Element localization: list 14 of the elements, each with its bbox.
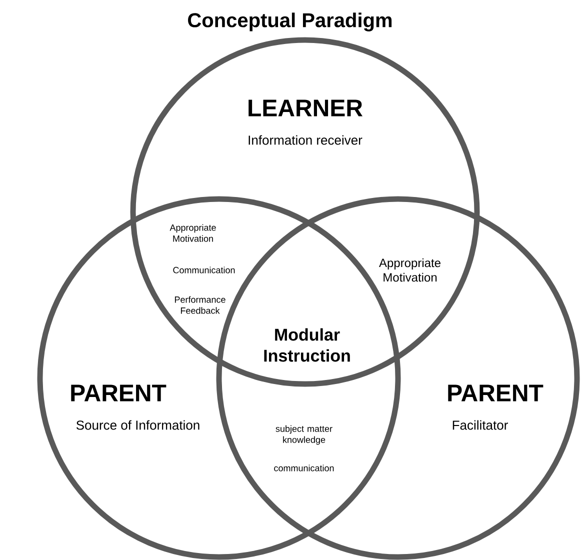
region-label: Appropriate Motivation [379,258,440,282]
region-label: Performance Feedback [174,296,226,314]
circle-heading: PARENT [71,384,166,402]
circle-text: Source of Information [76,420,200,430]
circle-text: Facilitator [452,420,508,430]
circle-text: Information receiver [248,135,362,145]
region-label: subject matter knowledge [276,425,332,445]
region-label: Communication [173,266,235,274]
region-label: communication [274,464,334,472]
circle-heading: PARENT [448,384,544,402]
region-label: Appropriate Motivation [170,224,216,242]
circle-heading: LEARNER [248,100,362,116]
region-label: Modular Instruction [264,328,350,362]
title: Conceptual Paradigm [188,12,392,32]
